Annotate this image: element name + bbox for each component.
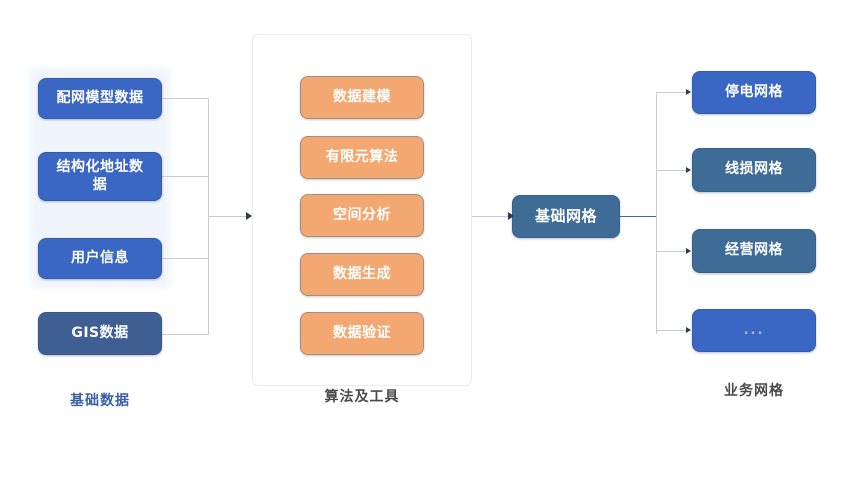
connector-left-3	[162, 258, 208, 259]
node-data-validation[interactable]: 数据验证	[300, 312, 424, 355]
node-label: 停电网格	[725, 83, 783, 100]
node-label: 有限元算法	[325, 148, 399, 165]
node-more-grid[interactable]: ...	[692, 309, 816, 352]
node-gis-data[interactable]: GIS数据	[38, 312, 162, 355]
node-outage-grid[interactable]: 停电网格	[692, 71, 816, 114]
node-label: 数据建模	[333, 88, 391, 105]
connector-panel-to-center	[472, 216, 510, 217]
connector-center-out	[620, 216, 656, 217]
connector-right-1	[656, 92, 688, 93]
connector-left-1	[162, 98, 208, 99]
caption-basic-data: 基础数据	[70, 393, 130, 409]
arrow-panel-to-center	[508, 212, 514, 220]
node-structured-address-data[interactable]: 结构化地址数据	[38, 152, 162, 201]
node-data-generation[interactable]: 数据生成	[300, 253, 424, 296]
node-data-modeling[interactable]: 数据建模	[300, 76, 424, 119]
connector-right-3	[656, 251, 688, 252]
caption-business-grid: 业务网格	[724, 383, 784, 399]
node-label: ...	[743, 322, 765, 338]
connector-right-4	[656, 330, 688, 331]
node-user-information[interactable]: 用户信息	[38, 238, 162, 279]
node-label: 空间分析	[333, 206, 391, 223]
node-label: 数据验证	[333, 324, 391, 341]
node-label: 基础网格	[534, 207, 597, 226]
connector-left-to-panel	[208, 216, 248, 217]
arrow-right-2	[686, 167, 691, 173]
node-label: 线损网格	[725, 161, 783, 178]
caption-algorithms-tools: 算法及工具	[324, 389, 400, 405]
connector-left-4	[162, 334, 208, 335]
node-label: 数据生成	[333, 265, 391, 282]
connector-left-2	[162, 176, 208, 177]
node-label: 用户信息	[71, 249, 129, 266]
arrow-right-1	[686, 89, 691, 95]
node-operation-grid[interactable]: 经营网格	[692, 229, 816, 273]
node-base-grid[interactable]: 基础网格	[512, 195, 620, 238]
connector-right-2	[656, 170, 688, 171]
node-finite-element-algorithm[interactable]: 有限元算法	[300, 136, 424, 179]
node-spatial-analysis[interactable]: 空间分析	[300, 194, 424, 237]
node-label: 结构化地址数据	[56, 159, 144, 193]
node-label: 经营网格	[725, 242, 783, 259]
connector-right-bus	[656, 92, 657, 334]
node-distribution-model-data[interactable]: 配网模型数据	[38, 78, 162, 119]
arrow-left-to-panel	[246, 212, 252, 220]
node-label: GIS数据	[71, 324, 129, 341]
arrow-right-3	[686, 248, 691, 254]
arrow-right-4	[686, 327, 691, 333]
node-line-loss-grid[interactable]: 线损网格	[692, 148, 816, 192]
node-label: 配网模型数据	[56, 89, 144, 106]
